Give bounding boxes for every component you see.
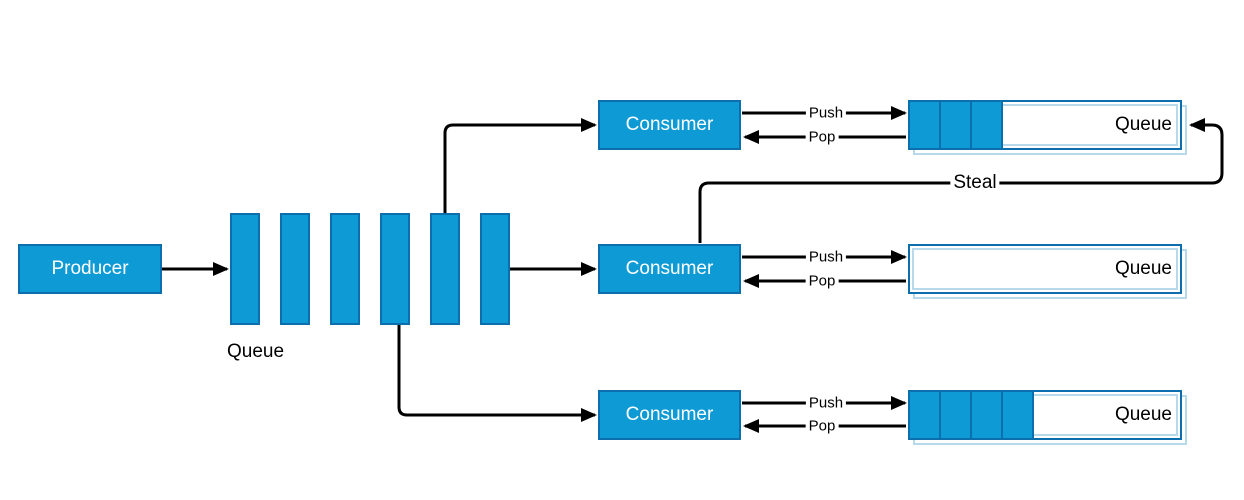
pop-2-label: Pop <box>805 272 839 290</box>
arrow-queue-to-consumer-1 <box>443 118 597 213</box>
queue-cell <box>1003 392 1034 438</box>
queue-inner-border <box>912 248 1178 290</box>
consumer-3-box: Consumer <box>598 390 741 440</box>
pop-1-label: Pop <box>805 128 839 146</box>
consumer-3-queue-label: Queue <box>1114 404 1172 425</box>
central-queue-label: Queue <box>227 341 285 362</box>
arrow-queue-to-consumer-3 <box>397 325 597 422</box>
pop-3-label: Pop <box>805 417 839 435</box>
queue-cell <box>972 392 1003 438</box>
consumer-1-box: Consumer <box>598 100 741 150</box>
queue-cell <box>910 392 941 438</box>
producer-box: Producer <box>18 244 162 294</box>
consumer-3-queue-box: Queue <box>908 390 1187 445</box>
arrow-steal <box>698 118 1224 243</box>
bar <box>280 213 310 325</box>
bar <box>480 213 510 325</box>
bar <box>330 213 360 325</box>
queue-cell <box>941 102 972 148</box>
bar <box>430 213 460 325</box>
queue-cell <box>972 102 1003 148</box>
consumer-1-queue-label: Queue <box>1114 114 1172 135</box>
consumer-3-label: Consumer <box>625 404 714 425</box>
queue-cell <box>941 392 972 438</box>
push-2-label: Push <box>805 248 847 266</box>
queue-cell <box>910 102 941 148</box>
central-queue <box>230 213 510 325</box>
push-3-label: Push <box>805 394 847 412</box>
push-1-label: Push <box>805 104 847 122</box>
consumer-1-label: Consumer <box>625 114 714 135</box>
producer-label: Producer <box>51 258 129 279</box>
consumer-2-queue-box: Queue <box>908 244 1187 299</box>
steal-label: Steal <box>950 172 1000 194</box>
consumer-2-label: Consumer <box>625 258 714 279</box>
consumer-2-box: Consumer <box>598 244 741 294</box>
bar <box>230 213 260 325</box>
bar <box>380 213 410 325</box>
consumer-2-queue-label: Queue <box>1114 258 1172 279</box>
consumer-1-queue-box: Queue <box>908 100 1187 155</box>
